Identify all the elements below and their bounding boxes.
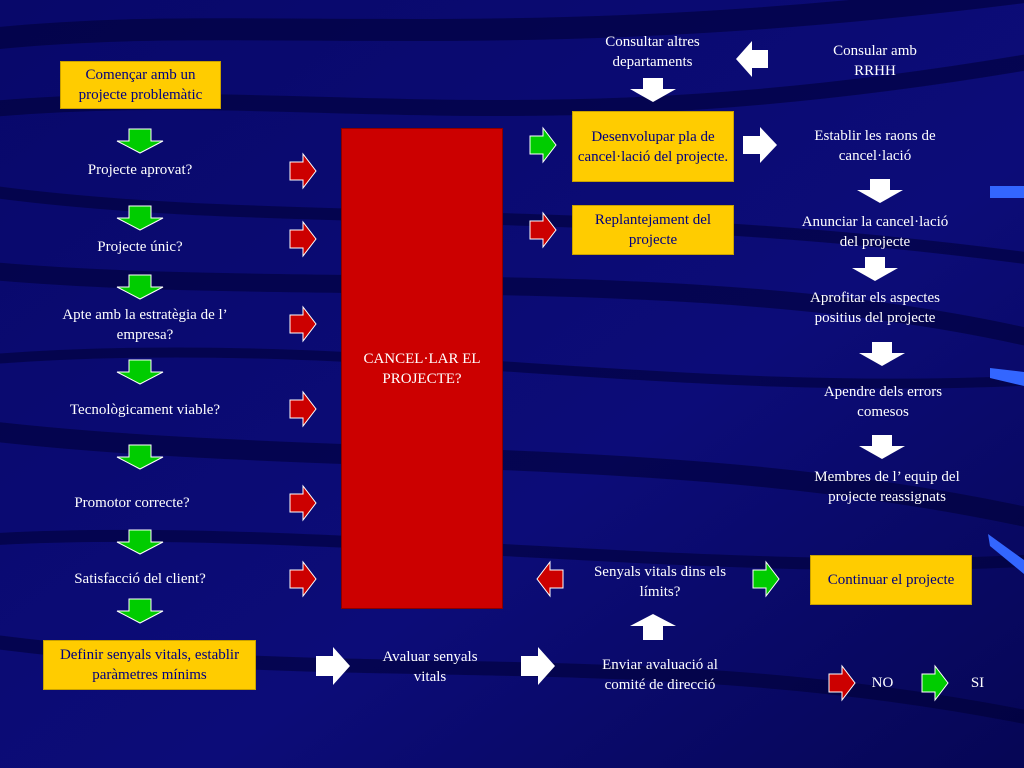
left-arrow-flow (736, 41, 768, 77)
down-arrow-yes (116, 444, 164, 470)
legend-no-arrow (828, 664, 856, 702)
right-arrow-flow (316, 647, 350, 685)
send-evaluation: Enviar avaluació al comité de direcció (602, 657, 718, 693)
edge-stripe (990, 368, 1024, 386)
step-reasons: Establir les raons de cancel·lació (814, 128, 936, 164)
right-arrow-no (289, 560, 317, 598)
edge-stripe (990, 186, 1024, 198)
define-vitals-box: Definir senyals vitals, establir paràmet… (43, 640, 256, 690)
question-tech-viable: Tecnològicament viable? (69, 402, 221, 418)
cancellation-plan-label: Desenvolupar pla de cancel·lació del pro… (577, 128, 729, 165)
right-arrow-no (289, 305, 317, 343)
question-strategy: Apte amb la estratègia de l’ empresa? (62, 307, 228, 343)
start-box: Començar amb un projecte problemàtic (60, 61, 221, 109)
right-arrow-yes (529, 126, 557, 164)
right-arrow-no (529, 211, 557, 249)
evaluate-vitals: Avaluar senyals vitals (382, 649, 478, 685)
consult-departments: Consultar altres departaments (605, 34, 700, 70)
right-arrow-flow (743, 127, 777, 163)
down-arrow-flow (630, 78, 676, 102)
legend-yes-arrow (921, 664, 949, 702)
replan-box: Replantejament del projecte (572, 205, 734, 255)
step-learn-errors: Apendre dels errors comesos (823, 384, 943, 420)
down-arrow-yes (116, 205, 164, 231)
down-arrow-yes (116, 529, 164, 555)
down-arrow-yes (116, 359, 164, 385)
question-unique: Projecte únic? (97, 239, 183, 255)
right-arrow-no (289, 152, 317, 190)
right-arrow-flow (521, 647, 555, 685)
right-arrow-no (289, 390, 317, 428)
down-arrow-yes (116, 274, 164, 300)
question-client: Satisfacció del client? (74, 571, 206, 587)
cancellation-plan-box: Desenvolupar pla de cancel·lació del pro… (572, 111, 734, 182)
down-arrow-yes (116, 598, 164, 624)
step-positives: Aprofitar els aspectes positius del proj… (810, 290, 940, 326)
down-arrow-flow (852, 257, 898, 281)
cancel-project-box: CANCEL·LAR EL PROJECTE? (341, 128, 503, 609)
question-approved: Projecte aprovat? (87, 162, 193, 178)
question-sponsor: Promotor correcte? (74, 495, 190, 511)
step-announce: Anunciar la cancel·lació del projecte (801, 214, 949, 250)
up-arrow-flow (630, 614, 676, 640)
continue-project-box: Continuar el projecte (810, 555, 972, 605)
step-reassign: Membres de l’ equip del projecte reassig… (814, 469, 960, 505)
cancel-project-label: CANCEL·LAR EL PROJECTE? (363, 350, 481, 387)
down-arrow-flow (859, 342, 905, 366)
right-arrow-no (289, 484, 317, 522)
start-box-label: Començar amb un projecte problemàtic (78, 67, 203, 103)
edge-stripe (988, 534, 1024, 574)
legend-no-label: NO (871, 675, 894, 691)
left-arrow-no (536, 560, 564, 598)
down-arrow-flow (859, 435, 905, 459)
legend-yes-label: SI (970, 675, 985, 691)
consult-hr: Consular amb RRHH (833, 43, 917, 79)
vital-signs-question: Senyals vitals dins els límits? (593, 564, 727, 600)
down-arrow-flow (857, 179, 903, 203)
right-arrow-yes (752, 560, 780, 598)
down-arrow-yes (116, 128, 164, 154)
right-arrow-no (289, 220, 317, 258)
continue-project-label: Continuar el projecte (827, 572, 955, 588)
replan-label: Replantejament del projecte (594, 212, 712, 248)
define-vitals-label: Definir senyals vitals, establir paràmet… (59, 647, 240, 683)
